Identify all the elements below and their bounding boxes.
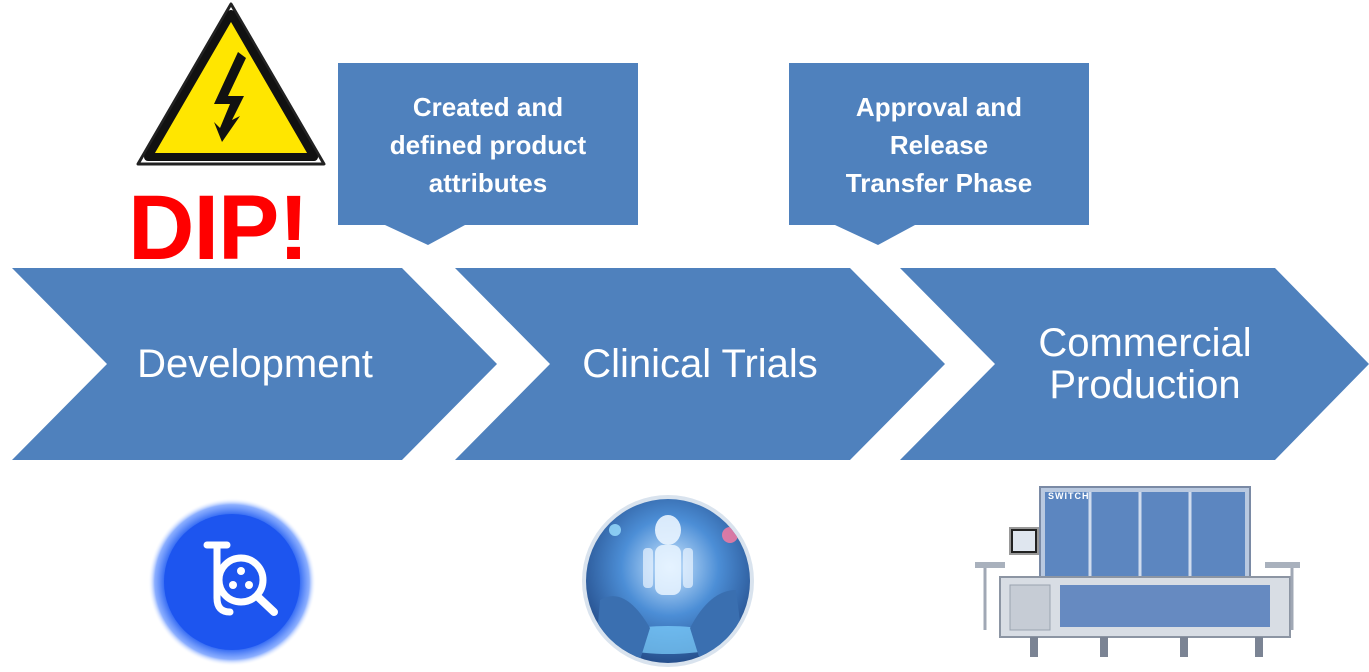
research-magnifier-icon — [148, 498, 316, 666]
production-machine-image — [975, 486, 1300, 657]
stage-label-commercial-production: Commercial Production — [1038, 321, 1252, 407]
callout-box-1 — [338, 63, 638, 245]
chevron-commercial-production — [900, 268, 1369, 460]
callout-text-2: Approval and Release Transfer Phase — [845, 92, 1033, 198]
callout-text-1: Created and defined product attributes — [389, 92, 587, 198]
medical-hologram-image — [582, 495, 754, 667]
stage-label-development: Development — [137, 342, 373, 386]
chevron-clinical-trials — [455, 268, 945, 460]
dip-warning-label: DIP! — [128, 177, 309, 279]
callout-box-2 — [789, 63, 1089, 245]
machine-brand-label: SWITCH — [1048, 491, 1090, 501]
high-voltage-warning-icon — [133, 0, 326, 172]
stage-label-clinical-trials: Clinical Trials — [582, 342, 818, 386]
chevron-development — [12, 268, 497, 460]
